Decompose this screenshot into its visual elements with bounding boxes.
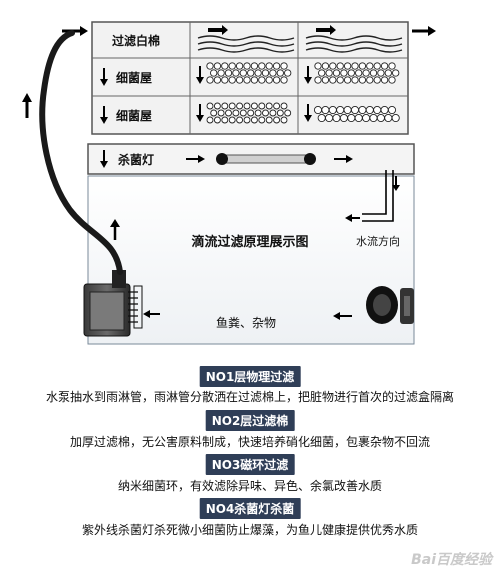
down-arrow-icon <box>100 68 108 86</box>
water-pump-icon <box>83 270 143 337</box>
step-description: 纳米细菌环，有效滤除异味、异色、余氯改善水质 <box>117 479 382 493</box>
column-down-arrow-icons <box>196 66 312 122</box>
outlet-pipe <box>362 170 394 222</box>
uv-lamp-tube <box>216 153 316 165</box>
filter-cotton-waves <box>197 35 403 53</box>
outlet-down-arrow-icon <box>392 176 400 191</box>
layer-label: 细菌屋 <box>116 70 152 85</box>
pump-up-arrow-icon <box>110 219 120 240</box>
down-arrow-icon <box>100 150 108 168</box>
water-hose <box>39 30 123 275</box>
hose-up-arrow-icon <box>22 93 32 118</box>
filtration-diagram: 过滤白棉 细菌屋 细菌屋 杀菌灯 <box>22 21 436 345</box>
layer-label: 过滤白棉 <box>112 33 160 48</box>
flow-direction-label: 水流方向 <box>356 234 400 248</box>
flow-left-arrow-icon <box>345 214 360 222</box>
watermark-logo: Bai百度经验 <box>411 552 492 568</box>
column-arrow-icon <box>208 25 336 35</box>
top-right-arrow-icon <box>412 26 436 36</box>
step-banner: NO3磁环过滤 <box>205 454 295 475</box>
waste-label: 鱼粪、杂物 <box>216 316 276 330</box>
step-description: 紫外线杀菌灯杀死微小细菌防止爆藻，为鱼儿健康提供优秀水质 <box>81 523 418 537</box>
diagram-title: 滴流过滤原理展示图 <box>191 234 308 250</box>
wave-arrow-icon <box>333 312 352 320</box>
step-description: 加厚过滤棉，无公害原料制成，快速培养硝化细菌，包裹杂物不回流 <box>69 435 430 449</box>
layer-label: 杀菌灯 <box>118 152 154 167</box>
wave-maker-icon <box>366 286 414 324</box>
step-banner: NO1层物理过滤 <box>199 366 301 387</box>
layer-label: 细菌屋 <box>116 108 152 123</box>
lamp-arrow-icon <box>186 155 353 163</box>
bio-ring-media <box>206 62 400 124</box>
step-banner: NO4杀菌灯杀菌 <box>199 498 301 519</box>
step-description: 水泵抽水到雨淋管，雨淋管分散洒在过滤棉上，把脏物进行首次的过滤盒隔离 <box>45 390 454 404</box>
down-arrow-icon <box>100 106 108 124</box>
waste-arrow-icon <box>143 310 160 318</box>
step-banner: NO2层过滤棉 <box>205 410 295 431</box>
